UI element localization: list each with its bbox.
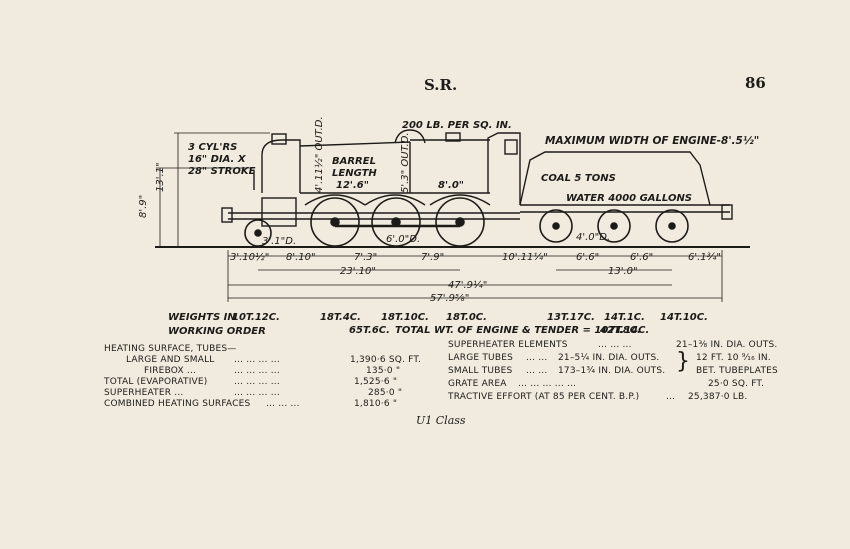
axle-weight-7: 14T.10C. <box>660 312 708 323</box>
dim-row2-tender: 13'.0" <box>608 266 638 277</box>
axle-weight-1: 10T.12C. <box>232 312 280 323</box>
axle-weight-3: 18T.10C. <box>381 312 429 323</box>
weights-label-2: WORKING ORDER <box>168 326 266 337</box>
locomotive-outline <box>221 129 521 227</box>
bogie-wheel-dia: 3'.1"D. <box>262 236 296 247</box>
spec-value: 21–1⅜ IN. DIA. OUTS. <box>676 340 778 350</box>
barrel-length-line-1: BARREL <box>332 156 376 167</box>
engine-total-weight: 65T.6C. <box>349 325 390 336</box>
spec-label: COMBINED HEATING SURFACES <box>104 399 251 409</box>
height-total-label: 13'.1" <box>155 162 166 192</box>
specs-left-block: HEATING SURFACE, TUBES— LARGE AND SMALL … <box>104 344 434 414</box>
spec-dots: ... ... ... ... <box>234 355 280 365</box>
coupled-wheel-dia: 6'.0"D. <box>386 234 420 245</box>
spec-value: 1,525·6 " <box>354 377 398 387</box>
spec-label: FIREBOX ... <box>144 366 197 376</box>
water-capacity-label: WATER 4000 GALLONS <box>566 193 692 204</box>
class-caption: U1 Class <box>416 414 466 427</box>
spec-label: TOTAL (EVAPORATIVE) <box>104 377 208 387</box>
spec-value: 25,387·0 LB. <box>688 392 748 402</box>
dim-row1-6: 6'.6" <box>576 252 599 263</box>
spec-label: LARGE TUBES <box>448 353 514 363</box>
dim-row1-1: 3'.10½" <box>230 251 269 263</box>
axle-weight-4: 18T.0C. <box>446 312 487 323</box>
coal-capacity-label: COAL 5 TONS <box>541 173 616 184</box>
spec-dots: ... ... ... ... <box>234 377 280 387</box>
boiler-pressure-label: 200 LB. PER SQ. IN. <box>402 120 512 131</box>
barrel-length-line-2: LENGTH <box>332 168 377 179</box>
spec-dots: ... ... <box>526 353 548 363</box>
axle-weight-2: 18T.4C. <box>320 312 361 323</box>
dim-row1-7: 6'.6" <box>630 252 653 263</box>
dim-row1-3: 7'.3" <box>354 252 377 263</box>
spec-value: 135·0 " <box>366 366 401 376</box>
barrel-length-line-3: 12'.6" <box>336 180 369 191</box>
tube-length-line-1: 12 FT. 10 ⁹⁄₁₆ IN. <box>696 353 771 363</box>
spec-dots: ... ... ... ... <box>234 366 280 376</box>
spec-row: LARGE AND SMALL <box>126 355 215 365</box>
weights-label-1: WEIGHTS IN <box>168 312 236 323</box>
dim-row4: 57'.9⅝" <box>430 293 469 304</box>
barrel-dia-front: 4'.11½" OUT.D. <box>313 116 325 193</box>
spec-dots: ... ... ... ... ... <box>518 379 577 389</box>
cylinders-line-3: 28" STROKE <box>188 166 256 177</box>
spec-value: 173–1¾ IN. DIA. OUTS. <box>558 366 666 376</box>
spec-label: SUPERHEATER ... <box>104 388 184 398</box>
length-dimension-lines <box>227 250 723 302</box>
spec-label: LARGE AND SMALL <box>126 355 215 365</box>
spec-value: 1,390·6 SQ. FT. <box>350 355 422 365</box>
tender-wheel-dia: 4'.0"D. <box>576 232 610 243</box>
spec-dots: ... ... ... ... <box>234 388 280 398</box>
firebox-length-label: 8'.0" <box>438 180 464 191</box>
spec-value: 25·0 SQ. FT. <box>708 379 765 389</box>
max-width-label: MAXIMUM WIDTH OF ENGINE-8'.5½" <box>545 135 759 147</box>
spec-value: 21–5¼ IN. DIA. OUTS. <box>558 353 660 363</box>
spec-dots: ... ... ... <box>266 399 300 409</box>
spec-value: 285·0 " <box>368 388 403 398</box>
spec-dots: ... ... ... <box>598 340 632 350</box>
dim-row1-8: 6'.1¾" <box>688 252 721 263</box>
tender-wheels <box>539 209 689 243</box>
spec-label: SUPERHEATER ELEMENTS <box>448 340 568 350</box>
spec-dots: ... <box>666 392 676 402</box>
dim-row1-2: 8'.10" <box>286 252 316 263</box>
spec-dots: ... ... <box>526 366 548 376</box>
specs-right-block: SUPERHEATER ELEMENTS ... ... ... 21–1⅜ I… <box>448 340 788 410</box>
cylinders-line-2: 16" DIA. X <box>188 154 247 165</box>
barrel-dia-rear: 5'.3" OUT.D. <box>400 132 411 193</box>
spec-row: HEATING SURFACE, TUBES— <box>104 344 237 354</box>
tender-outline <box>519 151 733 220</box>
railway-heading: S.R. <box>424 76 458 94</box>
spec-label: HEATING SURFACE, TUBES— <box>104 344 237 354</box>
tender-total-weight: 42T.8C. <box>599 325 641 336</box>
spec-label: GRATE AREA <box>448 379 507 389</box>
axle-weight-6: 14T.1C. <box>604 312 645 323</box>
spec-value: 1,810·6 " <box>354 399 398 409</box>
dim-row2-loco: 23'.10" <box>340 266 376 277</box>
dim-row1-5: 10'.11¼" <box>502 251 548 263</box>
height-dimensions <box>156 132 270 247</box>
spec-label: SMALL TUBES <box>448 366 513 376</box>
locomotive-wheels <box>244 197 485 247</box>
page-number: 86 <box>745 74 766 92</box>
total-weight-label: TOTAL WT. OF ENGINE & TENDER = 107T.14C. <box>395 325 649 336</box>
dim-row1-4: 7'.9" <box>421 252 444 263</box>
spec-label: TRACTIVE EFFORT (AT 85 PER CENT. B.P.) <box>448 392 640 402</box>
tube-length-line-2: BET. TUBEPLATES <box>696 366 778 376</box>
axle-weight-5: 13T.17C. <box>547 312 595 323</box>
dim-row3: 47'.9¼" <box>448 279 487 291</box>
height-boiler-label: 8'.9" <box>138 195 149 218</box>
brace-icon: } <box>676 349 691 374</box>
cylinders-line-1: 3 CYL'RS <box>188 142 237 153</box>
